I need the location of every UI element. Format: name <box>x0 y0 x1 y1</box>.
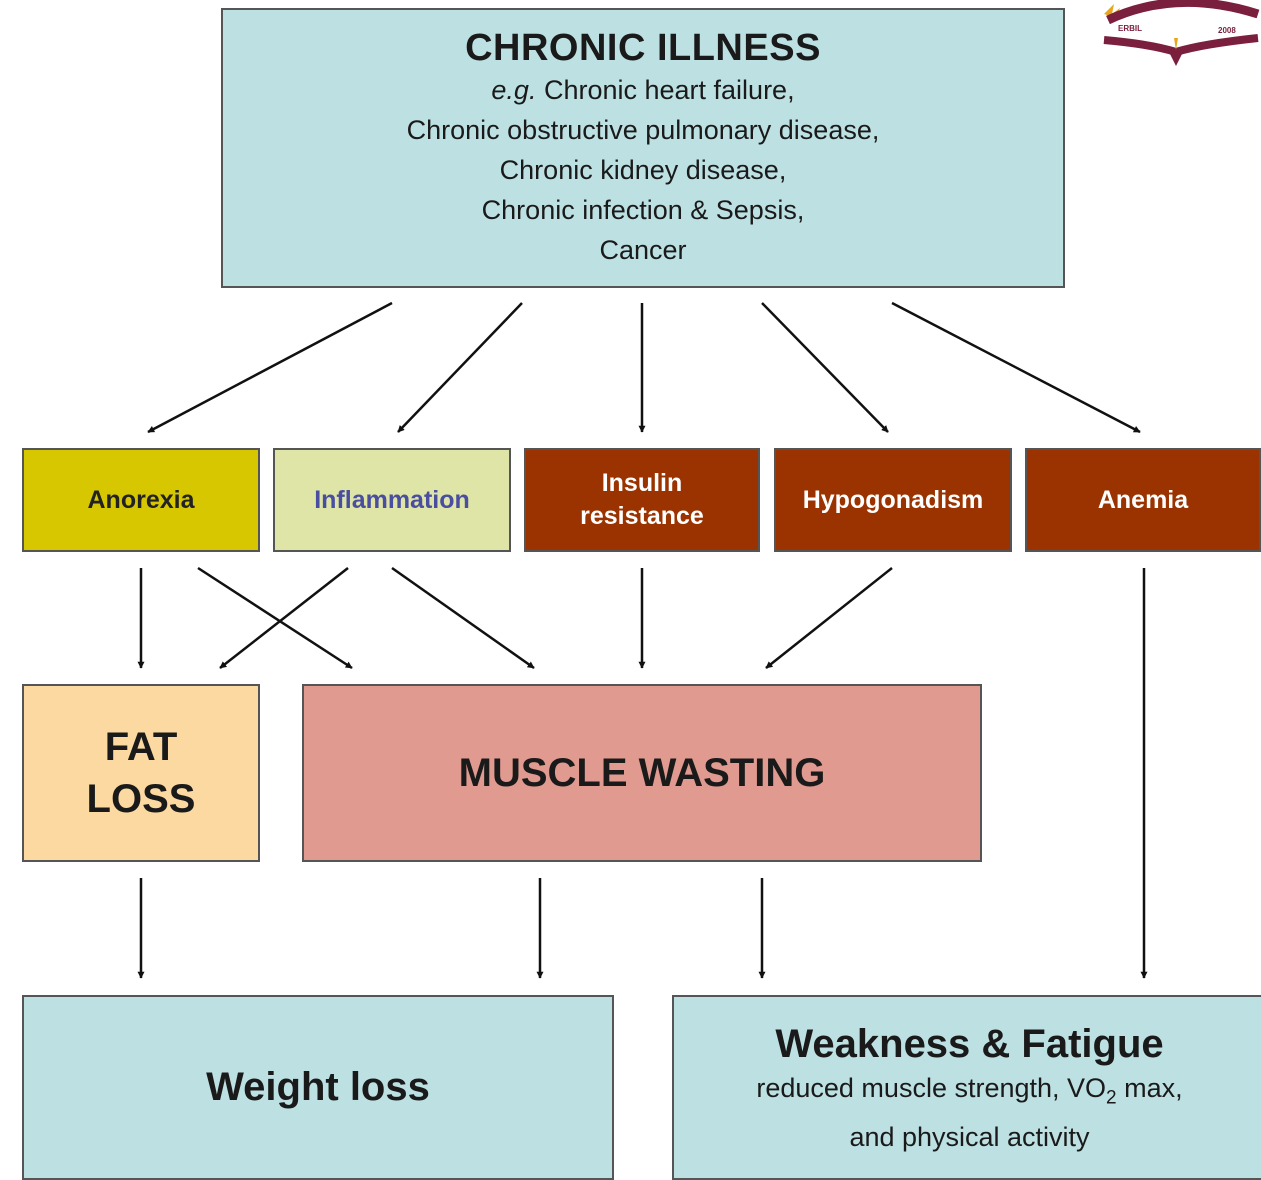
logo-book-point <box>1168 50 1184 66</box>
arrow-inflammation-to-muscle <box>391 566 535 670</box>
anemia-label: Anemia <box>1097 485 1189 514</box>
chronic-illness-box: CHRONIC ILLNESS e.g. Chronic heart failu… <box>221 8 1065 288</box>
arrow-illness-to-anorexia <box>147 301 393 434</box>
illness-example-2: Chronic obstructive pulmonary disease, <box>406 115 880 145</box>
hypogonadism-label: Hypogonadism <box>802 485 984 514</box>
chronic-illness-title: CHRONIC ILLNESS <box>465 27 821 69</box>
fat-loss-line2: LOSS <box>86 777 196 821</box>
illness-example-1: e.g. Chronic heart failure, <box>491 70 794 110</box>
university-logo: ERBIL 2008 <box>1103 0 1260 66</box>
fat-loss-box: FAT LOSS <box>22 684 260 862</box>
logo-pen-nib <box>1174 38 1178 50</box>
weakness-fatigue-title: Weakness & Fatigue <box>775 1022 1164 1067</box>
arrow-illness-to-anemia <box>891 301 1141 434</box>
arrow-illness-to-hypogonadism <box>761 302 889 433</box>
vo2-subscript: 2 <box>1106 1087 1117 1109</box>
weakness-fatigue-box: Weakness & Fatigue reduced muscle streng… <box>672 995 1261 1180</box>
hypogonadism-box: Hypogonadism <box>774 448 1012 552</box>
eg-prefix: e.g. <box>491 75 537 105</box>
illness-example-3: Chronic kidney disease, <box>499 155 787 185</box>
logo-text-left: ERBIL <box>1118 24 1142 33</box>
anemia-box: Anemia <box>1025 448 1261 552</box>
illness-example-5: Cancer <box>599 235 687 265</box>
inflammation-box: Inflammation <box>273 448 511 552</box>
arrow-illness-to-inflammation <box>397 302 523 433</box>
logo-upper-arc <box>1106 0 1260 25</box>
logo-text-right: 2008 <box>1218 26 1236 35</box>
illness-example-4: Chronic infection & Sepsis, <box>481 195 805 225</box>
weight-loss-box: Weight loss <box>22 995 614 1180</box>
inflammation-label: Inflammation <box>314 485 470 514</box>
insulin-label-line2: resistance <box>580 502 704 530</box>
muscle-wasting-label: MUSCLE WASTING <box>458 750 826 795</box>
fat-loss-line1: FAT <box>104 725 178 769</box>
illness-example-1-text: Chronic heart failure, <box>536 75 795 105</box>
muscle-wasting-box: MUSCLE WASTING <box>302 684 982 862</box>
logo-lower-arc <box>1103 34 1259 57</box>
weakness-detail-line2: and physical activity <box>849 1121 1090 1152</box>
anorexia-label: Anorexia <box>87 485 195 514</box>
weight-loss-label: Weight loss <box>206 1065 430 1109</box>
insulin-label-line1: Insulin <box>601 469 683 497</box>
arrow-hypogonadism-to-muscle <box>765 567 893 669</box>
arrow-inflammation-to-fat <box>219 567 349 669</box>
weakness-detail-line1: reduced muscle strength, VO2 max, <box>756 1069 1182 1117</box>
arrow-anorexia-to-muscle <box>197 566 353 670</box>
anorexia-box: Anorexia <box>22 448 260 552</box>
weakness-detail-post: max, <box>1116 1073 1183 1104</box>
insulin-resistance-box: Insulin resistance <box>524 448 760 552</box>
weakness-detail-pre: reduced muscle strength, VO <box>756 1073 1107 1104</box>
